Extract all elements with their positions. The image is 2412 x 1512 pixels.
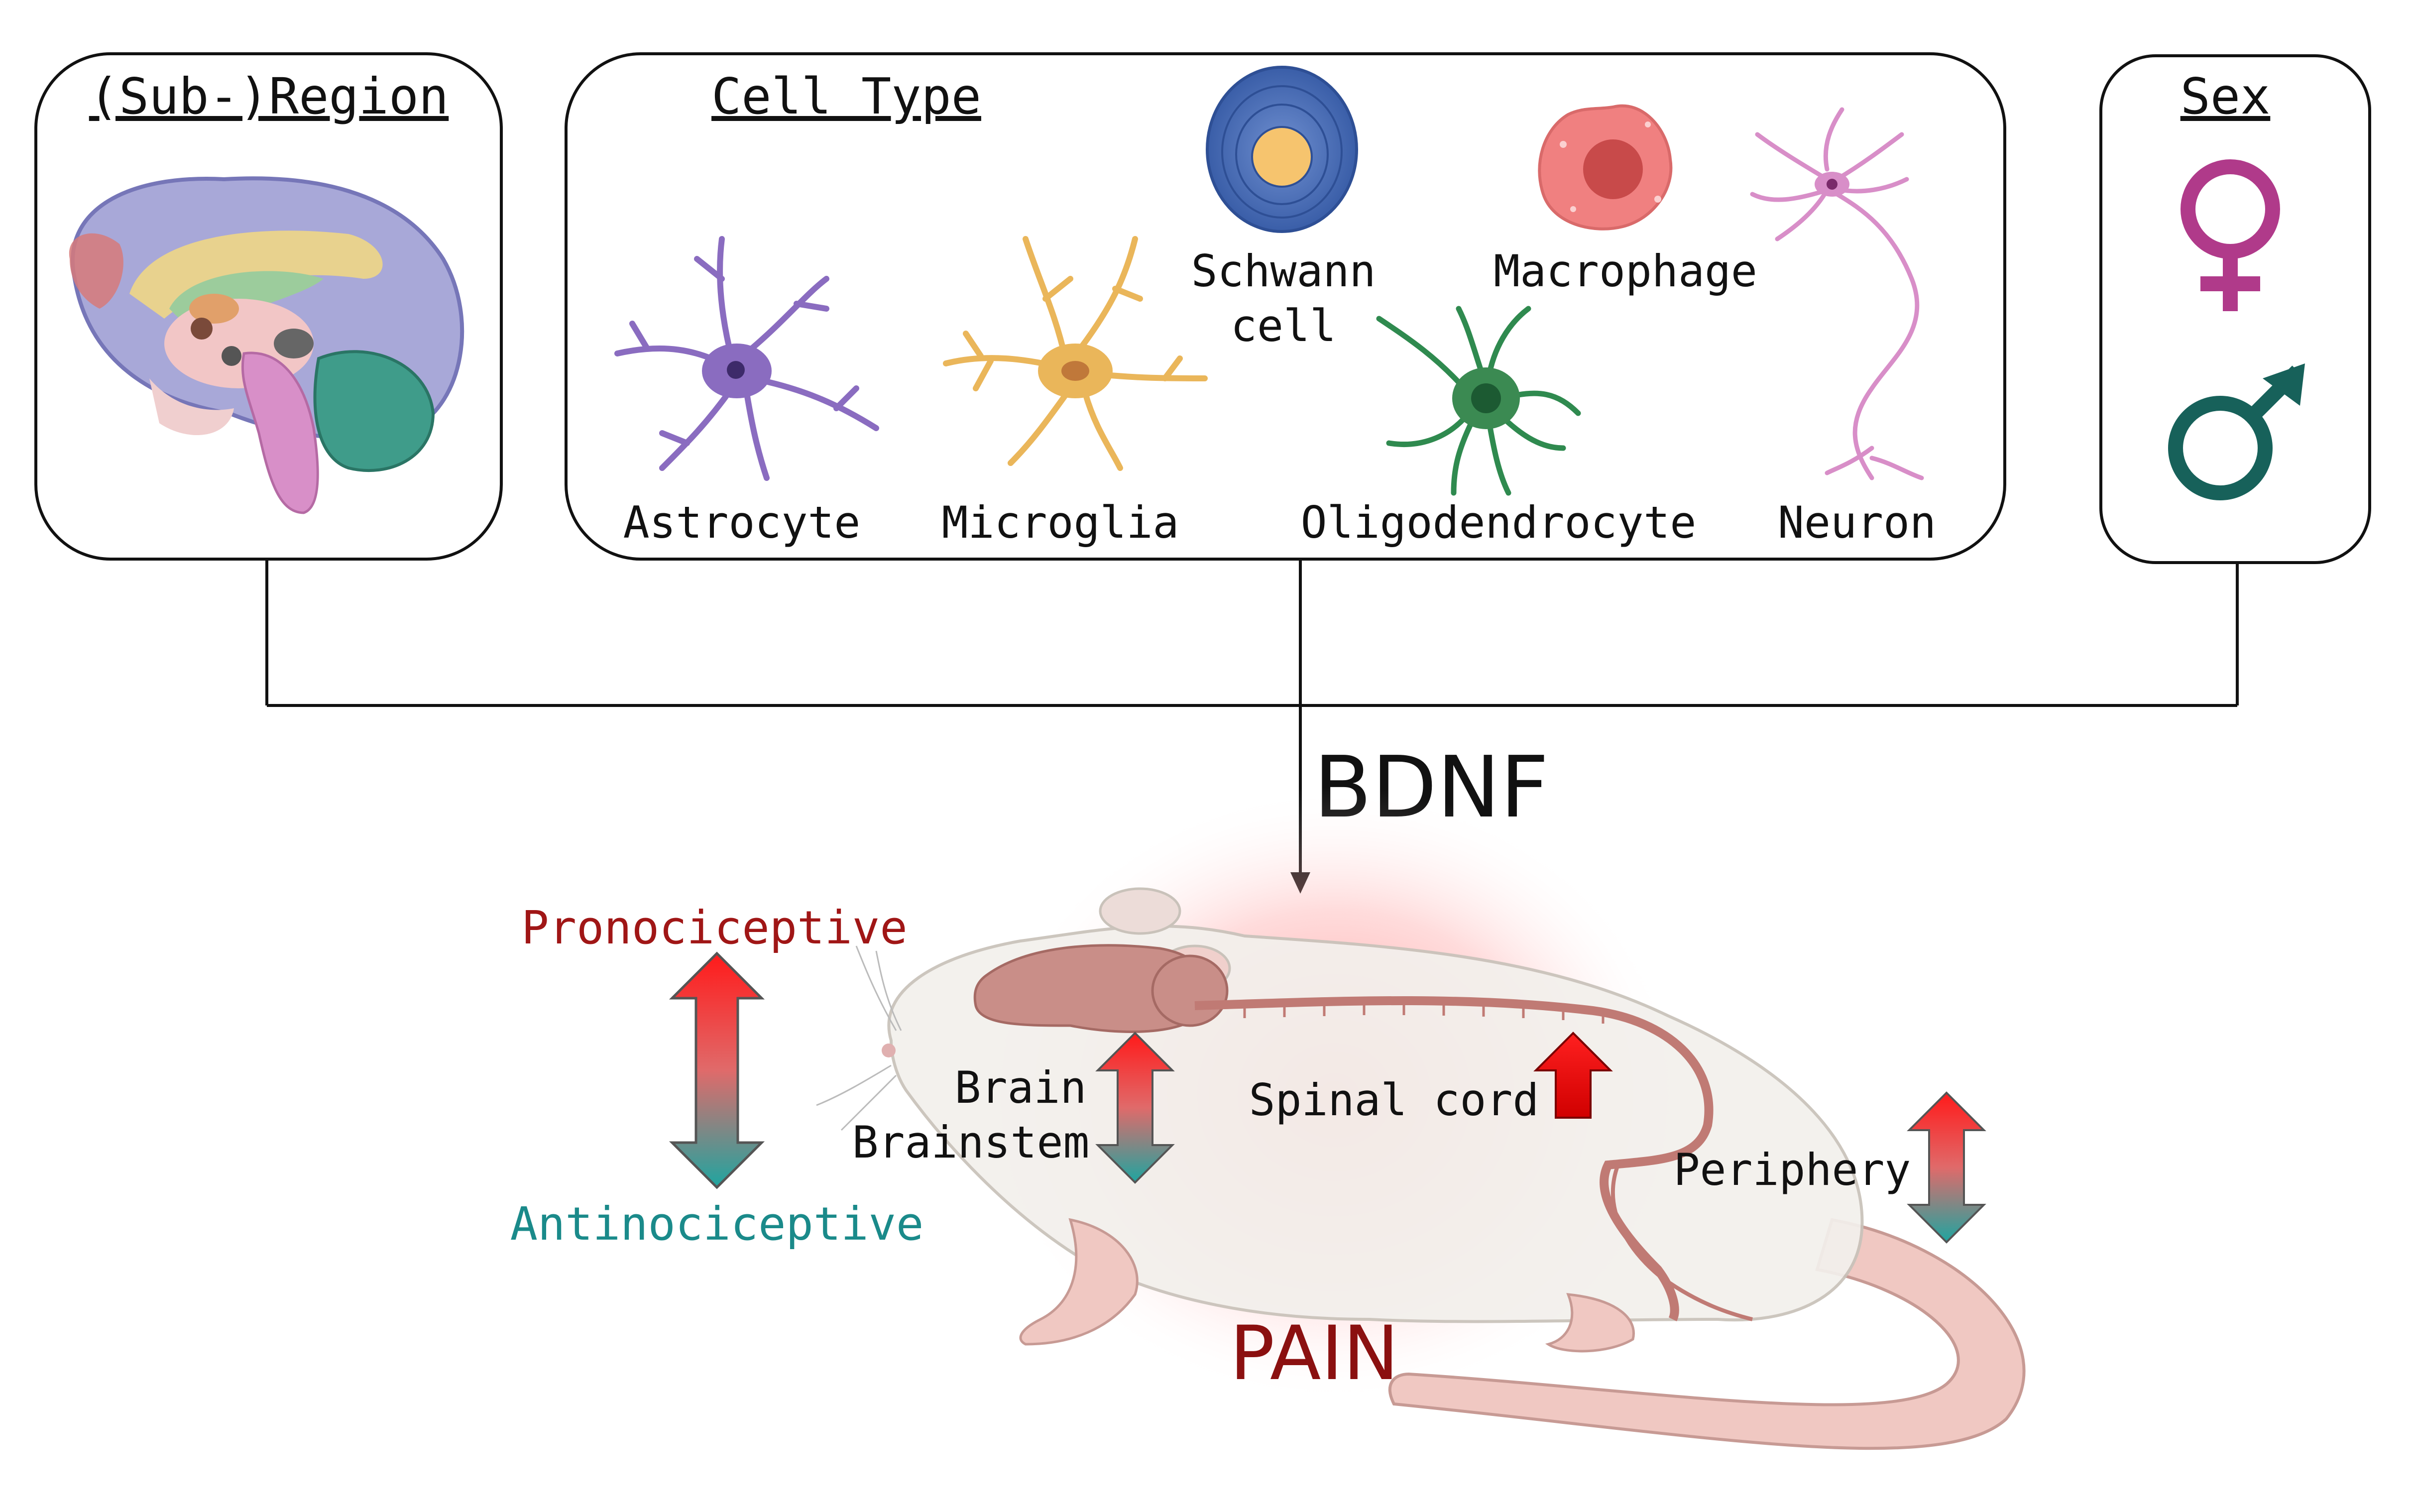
cell-label-schwann-line1: Schwann xyxy=(1191,245,1376,297)
cell-label-schwann-line2: cell xyxy=(1231,300,1336,351)
bidirectional-arrow-icon xyxy=(669,951,765,1189)
cell-label-astrocyte: Astrocyte xyxy=(623,497,861,548)
oligodendrocyte-icon xyxy=(1376,306,1581,496)
rat-illustration xyxy=(816,787,2026,1450)
microglia-icon xyxy=(943,236,1208,471)
site-label-brain: Brain xyxy=(955,1062,1087,1113)
cell-label-oligodendrocyte: Oligodendrocyte xyxy=(1301,497,1697,548)
site-label-spinal-cord: Spinal cord xyxy=(1249,1074,1539,1126)
pain-label: PAIN xyxy=(1230,1310,1399,1397)
male-symbol-icon xyxy=(2168,363,2305,500)
brain-illustration xyxy=(69,176,464,514)
spinal-cord-up-arrow-icon xyxy=(1533,1032,1613,1119)
legend-antinociceptive: Antinociceptive xyxy=(510,1197,924,1251)
site-label-brainstem: Brainstem xyxy=(852,1117,1090,1168)
cell-label-neuron: Neuron xyxy=(1778,497,1936,548)
sex-title: Sex xyxy=(2181,67,2271,125)
astrocyte-icon xyxy=(614,236,879,481)
cell-type-panel: Cell Type Astrocyte xyxy=(565,52,2006,561)
macrophage-icon xyxy=(1538,104,1673,231)
brain-bidirectional-arrow-icon xyxy=(1095,1032,1175,1184)
sex-panel: Sex xyxy=(2099,54,2371,564)
schwann-cell-icon xyxy=(1206,66,1358,233)
nociception-legend: Pronociceptive Antinociceptive xyxy=(510,901,924,1251)
periphery-bidirectional-arrow-icon xyxy=(1907,1091,1986,1244)
site-label-periphery: Periphery xyxy=(1674,1144,1911,1195)
cell-type-title: Cell Type xyxy=(711,67,981,125)
region-panel: (Sub-)Region xyxy=(34,52,503,561)
legend-pronociceptive: Pronociceptive xyxy=(521,901,907,954)
cell-label-macrophage: Macrophage xyxy=(1493,245,1757,297)
neuron-icon xyxy=(1750,107,1924,480)
region-title: (Sub-)Region xyxy=(89,67,449,125)
female-symbol-icon xyxy=(2181,159,2280,311)
cell-label-microglia: Microglia xyxy=(942,497,1179,548)
